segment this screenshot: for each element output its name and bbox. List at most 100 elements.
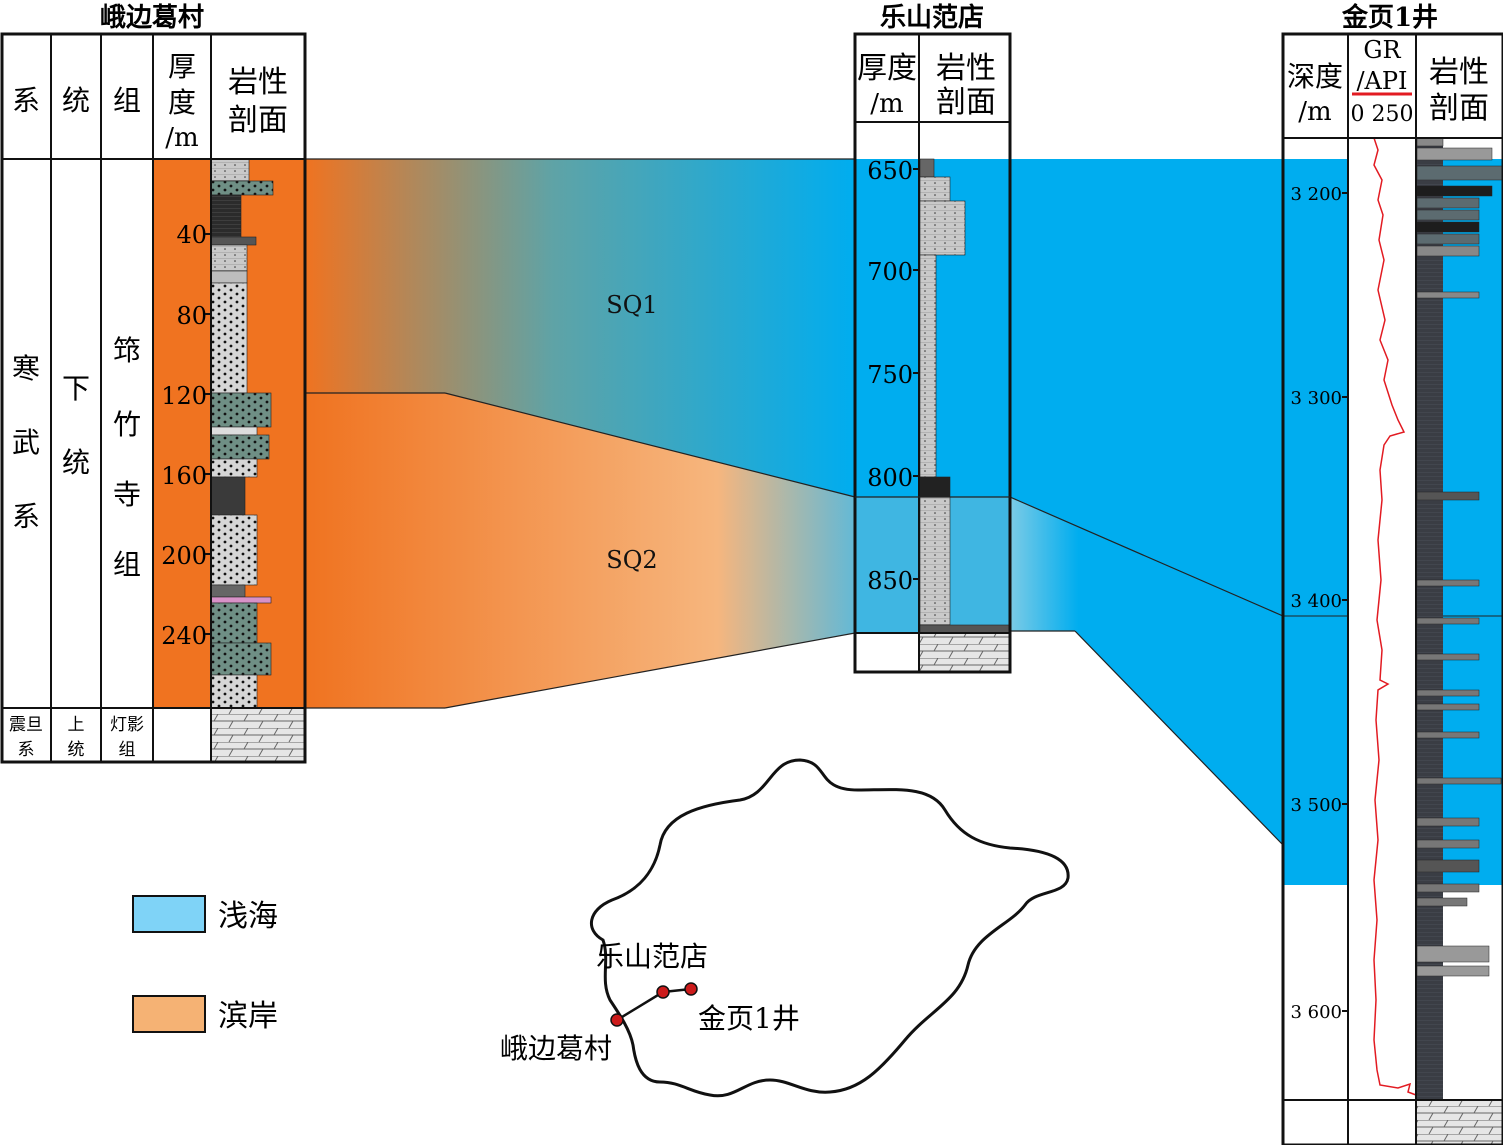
lith-layer (1416, 233, 1480, 245)
lith-layer (210, 596, 272, 604)
header-tong: 统 (62, 84, 90, 117)
lith-layer-dolomite (1417, 1100, 1503, 1145)
lith-layer (210, 180, 274, 196)
depth-tick-label: 850 (867, 567, 913, 595)
lith-layer (1416, 221, 1480, 233)
lith-layer (1416, 945, 1490, 963)
lith-layer (1416, 897, 1468, 907)
lith-layer (210, 476, 246, 516)
lith-layer (1416, 777, 1502, 785)
depth-tick-label: 240 (161, 622, 207, 650)
lith-layer (1416, 137, 1444, 147)
bottom-formation: 组 (119, 740, 136, 760)
header-gr: GR (1363, 36, 1401, 64)
lith-layer (210, 514, 258, 586)
lith-layer (1416, 703, 1480, 711)
lith-layer (919, 476, 951, 498)
lith-layer (1416, 617, 1480, 625)
header-xi: 系 (12, 84, 40, 117)
legend-swatch-shallow-sea (132, 895, 206, 933)
lith-layer (1416, 689, 1480, 697)
lith-layer (210, 158, 250, 182)
formation-char: 筇 (113, 334, 141, 367)
depth-tick-label: 120 (161, 382, 207, 410)
lith-layer (210, 392, 272, 428)
basin-outline (589, 758, 1070, 1098)
header-yanxing: 岩性 (228, 65, 288, 100)
depth-tick-label: 80 (176, 302, 207, 330)
jinye-lithology-column (1416, 137, 1503, 1145)
depth-tick-label: 3 500 (1290, 795, 1342, 816)
map-label-leshan: 乐山范店 (596, 940, 708, 973)
header-poumian: 剖面 (228, 103, 288, 138)
correlation-bands: SQ1 SQ2 (305, 158, 1503, 885)
jinye-header-bg (1283, 34, 1503, 138)
lith-layer (1416, 185, 1493, 197)
lith-layer (1416, 491, 1480, 501)
depth-tick-label: 3 600 (1290, 1002, 1342, 1023)
jinye-frame (1281, 32, 1503, 1145)
section-ebian-title: 峨边葛村 (100, 3, 204, 33)
lith-layer (210, 458, 258, 478)
header-shendu: 深度 (1287, 60, 1343, 93)
location-marker-ebian (610, 1013, 624, 1027)
section-leshan-title: 乐山范店 (880, 3, 984, 33)
sq2-base-left-slope (444, 632, 856, 709)
leshan-gap-bg (855, 122, 1010, 159)
bottom-series: 统 (68, 740, 85, 760)
legend-swatch-shore (132, 995, 206, 1033)
location-map: 乐山范店 金页1井 峨边葛村 (500, 758, 1070, 1098)
lith-layer-dolomite (211, 708, 305, 762)
lith-layer (210, 674, 258, 709)
leshan-lithology-column (919, 158, 1011, 672)
lith-layer (1416, 291, 1480, 299)
section-leshan: 乐山范店 厚度 /m 岩性 剖面 650 700 750 800 850 (853, 3, 1012, 674)
sq1-boundary-right (1009, 496, 1284, 617)
lith-layer (1416, 653, 1480, 661)
bottom-system: 震旦 (9, 715, 43, 735)
lith-layer (1416, 731, 1480, 739)
formation-char: 寺 (113, 478, 141, 511)
depth-tick-label: 3 200 (1290, 184, 1342, 205)
depth-tick-label: 40 (176, 221, 207, 249)
lith-layer (1416, 197, 1480, 209)
ebian-lithology-column (210, 158, 305, 762)
depth-tick-label: 650 (867, 157, 913, 185)
lith-layer (1416, 839, 1480, 849)
sq2-label: SQ2 (606, 546, 657, 574)
lith-layer (919, 496, 951, 626)
lith-layer-dolomite (920, 633, 1010, 672)
depth-tick-label: 200 (161, 542, 207, 570)
sq2-band-right (1010, 497, 1283, 845)
gr-curve (1373, 137, 1417, 1096)
lith-layer (210, 244, 248, 272)
jinye-gr-track-upper (1348, 138, 1416, 885)
lith-layer (919, 254, 937, 478)
header-unit: /m (870, 89, 903, 119)
header-zu: 组 (113, 84, 141, 117)
depth-tick-label: 800 (867, 464, 913, 492)
sq1-label: SQ1 (606, 291, 657, 319)
lith-layer (1416, 859, 1480, 873)
series-char: 统 (62, 446, 90, 479)
lith-layer (210, 426, 258, 436)
lith-layer (919, 158, 935, 178)
lith-layer (1416, 579, 1480, 587)
sq1-band-right (1010, 159, 1283, 616)
map-label-jinye: 金页1井 (698, 1002, 800, 1035)
lith-layer (210, 434, 270, 460)
bottom-formation: 灯影 (110, 715, 144, 735)
lith-layer (919, 176, 951, 202)
sq1-band-left (305, 159, 855, 497)
lith-layer (1416, 245, 1480, 257)
location-marker-leshan (656, 985, 670, 999)
lith-layer (1416, 165, 1503, 181)
sq2-band-left (305, 393, 855, 708)
header-poumian: 剖面 (936, 85, 996, 120)
header-api: /API (1356, 67, 1407, 95)
system-char: 寒 (12, 352, 40, 385)
header-yanxing: 岩性 (936, 51, 996, 86)
leshan-frame (853, 32, 1012, 674)
sq2-base-right-slope (1074, 630, 1284, 846)
